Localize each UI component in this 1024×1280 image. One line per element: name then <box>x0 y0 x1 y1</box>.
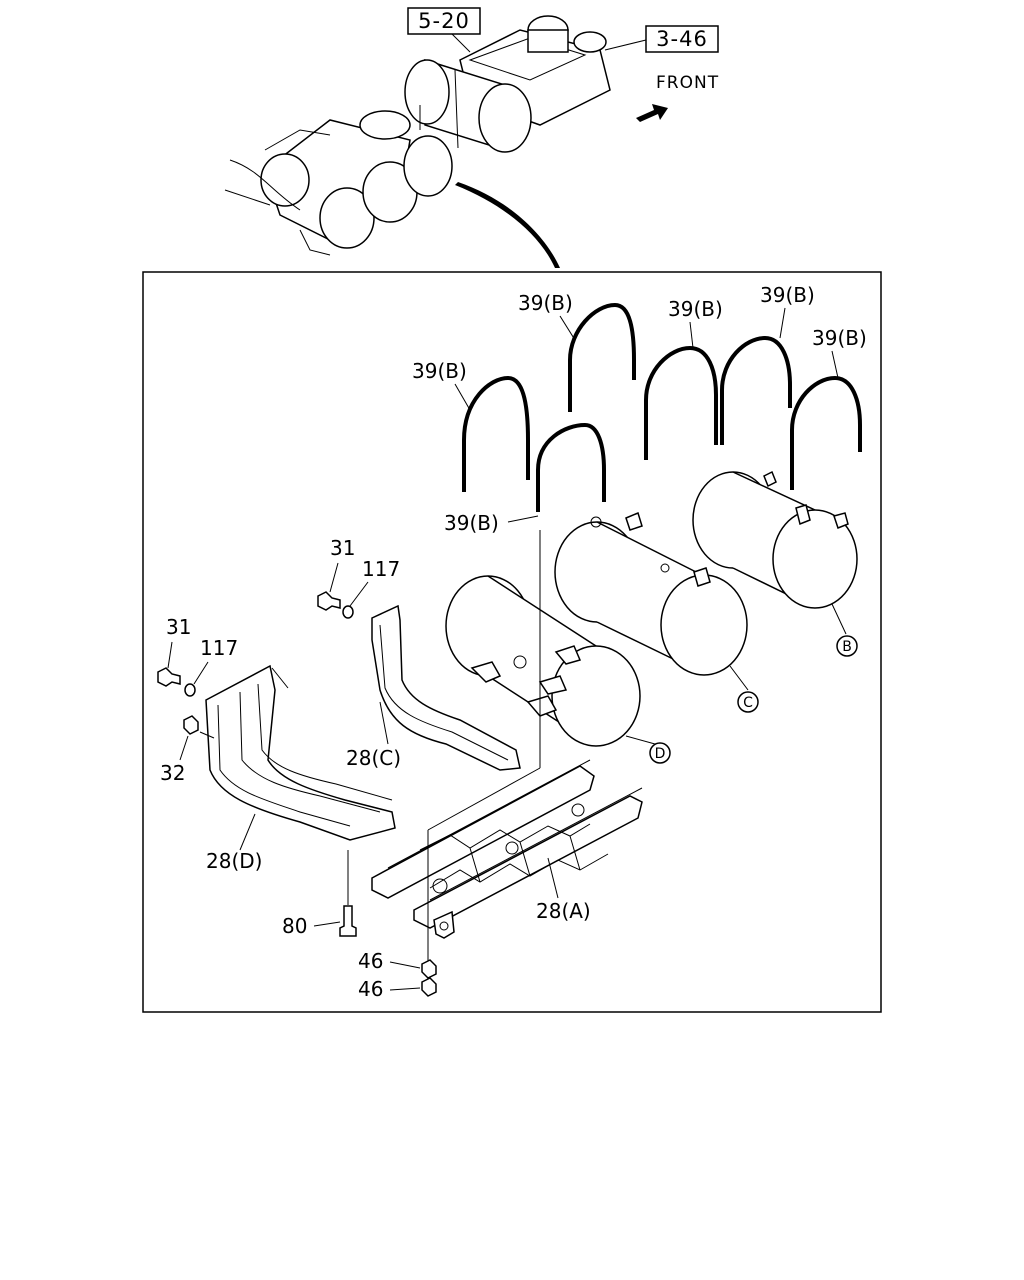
callout-d <box>649 742 671 764</box>
label-46-a: 46 <box>358 949 383 973</box>
tank-b[interactable] <box>692 470 858 609</box>
label-80: 80 <box>282 914 307 938</box>
detail-frame <box>142 271 882 1013</box>
ref-5-20-text: 5-20 <box>418 9 470 33</box>
label-39b-5: 39(B) <box>760 283 815 307</box>
nut-46-b[interactable] <box>421 977 437 997</box>
label-39b-3: 39(B) <box>518 291 573 315</box>
label-39b-4: 39(B) <box>668 297 723 321</box>
ref-box-5-20[interactable] <box>407 7 481 35</box>
label-28c: 28(C) <box>346 746 401 770</box>
label-31-upper: 31 <box>330 536 355 560</box>
bolt-31-upper[interactable] <box>317 591 341 611</box>
bracket-28c[interactable] <box>371 604 521 771</box>
label-31-left: 31 <box>166 615 191 639</box>
front-arrow-icon <box>636 104 668 122</box>
ref-box-3-46[interactable] <box>645 25 719 53</box>
label-39b-2: 39(B) <box>444 511 499 535</box>
u-bolt-5[interactable] <box>720 335 792 445</box>
u-bolt-1[interactable] <box>462 375 530 492</box>
label-28d: 28(D) <box>206 849 262 873</box>
tank-d[interactable] <box>445 575 641 747</box>
detail-leader <box>455 182 560 268</box>
ref-3-46-text: 3-46 <box>656 27 708 51</box>
label-32: 32 <box>160 761 185 785</box>
nut-46-a[interactable] <box>421 959 437 979</box>
fasteners: 31 117 31 117 32 80 46 46 <box>157 536 437 1001</box>
u-bolt-2[interactable] <box>536 422 606 512</box>
label-39b-1: 39(B) <box>412 359 467 383</box>
label-46-b: 46 <box>358 977 383 1001</box>
tanks: B C D <box>445 470 858 764</box>
bracket-28d[interactable] <box>205 664 396 841</box>
tank-c[interactable] <box>554 511 748 676</box>
u-bolt-3[interactable] <box>568 302 636 412</box>
bolt-80[interactable] <box>339 905 357 937</box>
bolt-31-left[interactable] <box>157 667 181 687</box>
label-39b-6: 39(B) <box>812 326 867 350</box>
label-117-left: 117 <box>200 636 238 660</box>
callout-c-text: C <box>743 695 753 711</box>
callout-b <box>836 635 858 657</box>
u-bolt-6[interactable] <box>790 375 862 490</box>
front-label: FRONT <box>656 73 719 93</box>
u-bolts: 39(B) 39(B) 39(B) 39(B) 39(B) 39(B) <box>412 283 867 535</box>
callout-d-text: D <box>655 746 666 762</box>
overview-assembly: 5-20 3-46 FRONT <box>224 7 719 268</box>
nut-32[interactable] <box>183 715 199 735</box>
washer-117-upper[interactable] <box>342 605 354 619</box>
brackets: 28(C) 28(D) <box>205 604 521 873</box>
label-28a: 28(A) <box>536 899 591 923</box>
washer-117-left[interactable] <box>184 683 196 697</box>
label-117-upper: 117 <box>362 557 400 581</box>
u-bolt-4[interactable] <box>644 345 718 460</box>
guide-lines <box>427 530 541 930</box>
callout-b-text: B <box>842 639 852 655</box>
callout-c <box>737 691 759 713</box>
